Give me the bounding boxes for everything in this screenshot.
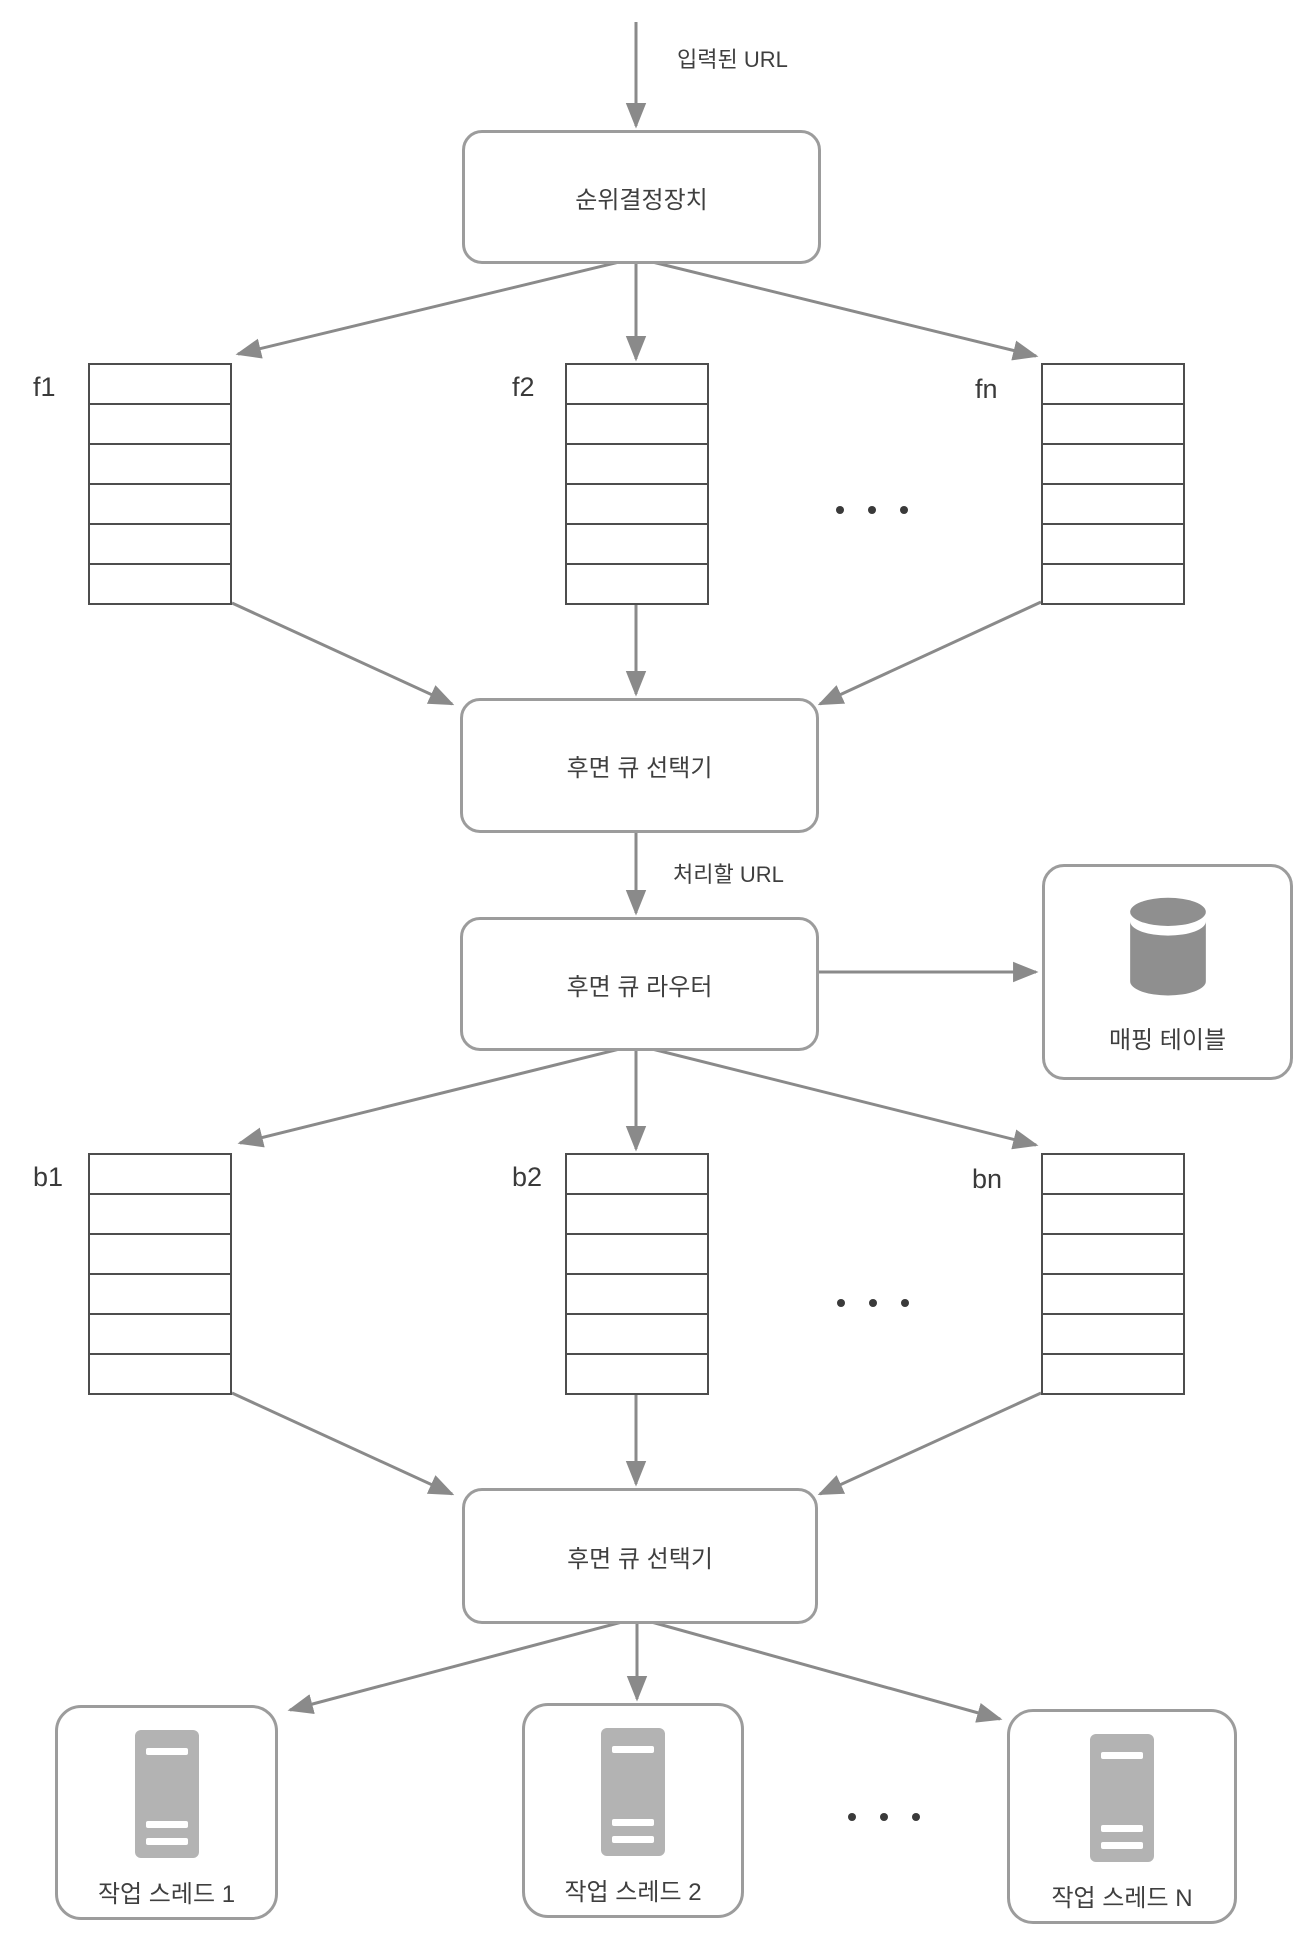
queue-cell: [1043, 565, 1183, 603]
queue-cell: [567, 1235, 707, 1275]
queue-label-fn: fn: [975, 374, 998, 404]
queue-label-b2: b2: [512, 1162, 543, 1192]
mapping-table-box: 매핑 테이블: [1042, 864, 1293, 1080]
front-selector-box: 후면 큐 선택기: [460, 698, 819, 833]
arrow-b1-to-back-selector: [231, 1391, 455, 1496]
front-queue-fn: [1041, 363, 1185, 605]
queue-cell: [90, 1315, 230, 1355]
queue-label-f1: f1: [33, 372, 56, 402]
ellipsis-back-queues: [837, 1299, 909, 1307]
arrow-prioritizer-to-f1: [235, 256, 637, 359]
worker-thread-1-box: 작업 스레드 1: [55, 1705, 278, 1920]
queue-cell: [567, 1275, 707, 1315]
arrow-router-to-bn: [635, 1043, 1039, 1150]
input-url-label: 입력된 URL: [677, 47, 788, 72]
queue-cell: [90, 525, 230, 565]
worker-thread-1-label: 작업 스레드 1: [97, 1881, 236, 1908]
server-icon: [601, 1728, 665, 1856]
queue-cell: [567, 565, 707, 603]
arrow-back-selector-to-worker1: [287, 1616, 638, 1714]
queue-cell: [1043, 485, 1183, 525]
queue-cell: [90, 1155, 230, 1195]
arrow-fn-to-front-selector: [817, 600, 1042, 706]
prioritizer-label: 순위결정장치: [575, 186, 708, 214]
queue-cell: [1043, 405, 1183, 445]
queue-label-bn: bn: [972, 1164, 1003, 1194]
back-selector-box: 후면 큐 선택기: [462, 1488, 818, 1624]
queue-cell: [1043, 525, 1183, 565]
mapping-table-label: 매핑 테이블: [1108, 1027, 1227, 1054]
queue-cell: [90, 1355, 230, 1393]
back-queue-bn: [1041, 1153, 1185, 1395]
queue-cell: [1043, 1315, 1183, 1355]
server-icon: [134, 1730, 199, 1858]
queue-cell: [90, 1195, 230, 1235]
queue-cell: [1043, 1275, 1183, 1315]
arrow-f1-to-front-selector: [231, 601, 455, 706]
queue-cell: [567, 525, 707, 565]
queue-cell: [1043, 1195, 1183, 1235]
queue-cell: [90, 1235, 230, 1275]
worker-thread-2-label: 작업 스레드 2: [564, 1879, 702, 1906]
queue-cell: [90, 485, 230, 525]
front-queue-f2: [565, 363, 709, 605]
queue-cell: [567, 1355, 707, 1393]
back-queue-b2: [565, 1153, 709, 1395]
arrow-prioritizer-to-fn: [635, 256, 1039, 361]
server-icon: [1090, 1734, 1154, 1862]
arrow-bn-to-back-selector: [817, 1391, 1042, 1496]
front-queue-f1: [88, 363, 232, 605]
queue-cell: [1043, 445, 1183, 485]
back-queue-b1: [88, 1153, 232, 1395]
back-selector-label: 후면 큐 선택기: [567, 1545, 713, 1573]
queue-cell: [567, 485, 707, 525]
worker-thread-n-label: 작업 스레드 N: [1051, 1885, 1193, 1912]
queue-cell: [1043, 1355, 1183, 1393]
queue-cell: [90, 565, 230, 603]
queue-cell: [1043, 1235, 1183, 1275]
queue-label-b1: b1: [33, 1162, 64, 1192]
back-queue-router-box: 후면 큐 라우터: [460, 917, 819, 1051]
queue-cell: [567, 365, 707, 405]
worker-thread-2-box: 작업 스레드 2: [522, 1703, 744, 1918]
queue-label-f2: f2: [512, 372, 535, 402]
queue-cell: [90, 365, 230, 405]
queue-cell: [567, 405, 707, 445]
front-selector-label: 후면 큐 선택기: [566, 755, 713, 782]
prioritizer-box: 순위결정장치: [462, 130, 821, 264]
queue-cell: [567, 445, 707, 485]
arrow-router-to-b1: [237, 1043, 637, 1148]
queue-cell: [567, 1155, 707, 1195]
url-to-process-label: 처리할 URL: [673, 862, 784, 887]
queue-cell: [90, 405, 230, 445]
queue-cell: [1043, 365, 1183, 405]
back-queue-router-label: 후면 큐 라우터: [566, 973, 713, 1001]
queue-cell: [90, 445, 230, 485]
queue-cell: [90, 1275, 230, 1315]
queue-cell: [1043, 1155, 1183, 1195]
arrow-back-selector-to-workerN: [636, 1616, 1003, 1723]
queue-cell: [567, 1315, 707, 1355]
database-icon: [1129, 897, 1206, 996]
ellipsis-front-queues: [836, 506, 908, 514]
worker-thread-n-box: 작업 스레드 N: [1007, 1709, 1237, 1924]
queue-cell: [567, 1195, 707, 1235]
ellipsis-workers: [848, 1813, 920, 1821]
